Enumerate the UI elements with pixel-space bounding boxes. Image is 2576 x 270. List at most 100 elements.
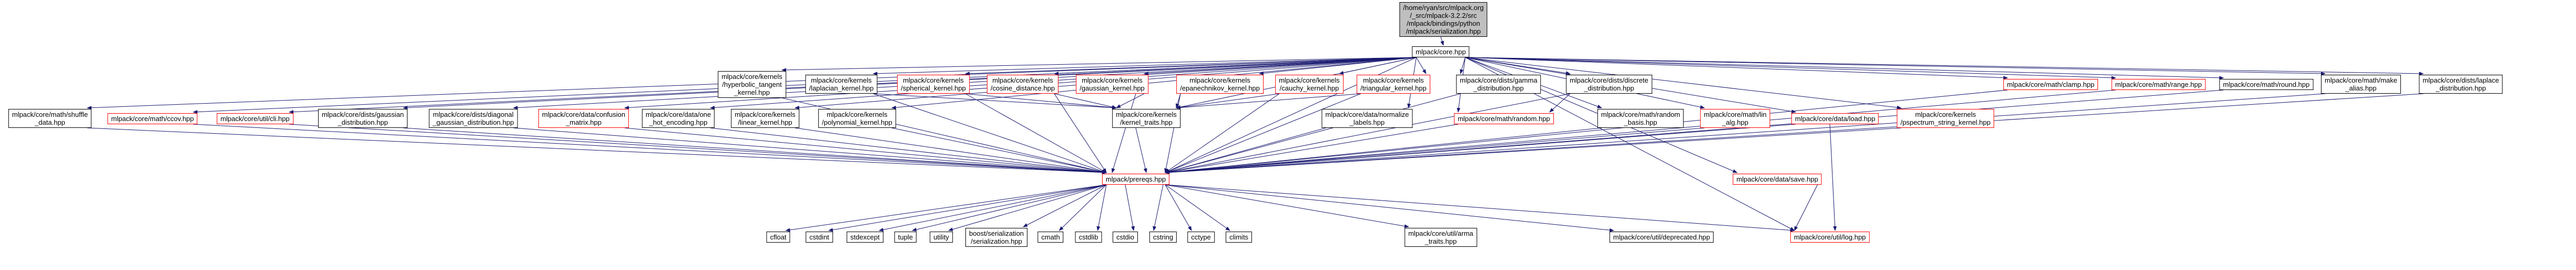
graph-edge: [710, 127, 1107, 174]
graph-node-round[interactable]: mlpack/core/math/round.hpp: [2219, 79, 2314, 90]
graph-edge: [948, 184, 1107, 232]
graph-edge: [965, 93, 1107, 173]
graph-edge: [1165, 127, 1602, 174]
graph-edge: [1165, 93, 1361, 173]
graph-node-gaussian_kernel[interactable]: mlpack/core/kernels /gaussian_kernel.hpp: [1076, 75, 1148, 94]
graph-node-serialization: /home/ryan/src/mlpack.org /_src/mlpack-3…: [1399, 2, 1488, 37]
graph-edge: [1165, 184, 1192, 231]
graph-node-lin_alg[interactable]: mlpack/core/math/lin _alg.hpp: [1700, 109, 1770, 128]
graph-edge: [1165, 124, 1459, 174]
graph-node-core[interactable]: mlpack/core.hpp: [1412, 46, 1470, 57]
graph-node-laplacian_kernel[interactable]: mlpack/core/kernels /laplacian_kernel.hp…: [805, 75, 878, 94]
graph-edge: [828, 184, 1107, 232]
graph-edge: [1144, 57, 1417, 76]
graph-edge: [1165, 127, 1705, 174]
graph-node-laplace_distribution[interactable]: mlpack/core/dists/laplace _distribution.…: [2419, 75, 2503, 94]
graph-node-linear_kernel[interactable]: mlpack/core/kernels /linear_kernel.hpp: [731, 109, 799, 128]
graph-edge: [873, 93, 1107, 173]
graph-node-cctype[interactable]: cctype: [1187, 232, 1215, 243]
graph-edge: [1165, 184, 1409, 228]
graph-node-load[interactable]: mlpack/core/data/load.hpp: [1791, 113, 1879, 124]
graph-edge: [87, 127, 1107, 175]
graph-node-log[interactable]: mlpack/core/util/log.hpp: [1790, 232, 1870, 243]
graph-edge: [1165, 127, 1326, 174]
graph-node-arma_traits[interactable]: mlpack/core/util/arma _traits.hpp: [1404, 228, 1477, 247]
graph-node-triangular_kernel[interactable]: mlpack/core/kernels /triangular_kernel.h…: [1357, 75, 1430, 94]
graph-edge: [710, 57, 1417, 109]
graph-edge: [1135, 127, 1147, 173]
graph-node-boost_serialization[interactable]: boost/serialization /serialization.hpp: [965, 228, 1028, 247]
graph-node-gaussian_distribution[interactable]: mlpack/core/dists/gaussian _distribution…: [318, 109, 408, 128]
graph-edge: [1165, 93, 2424, 174]
graph-edge: [1165, 89, 2224, 174]
graph-edge: [1165, 93, 1280, 173]
graph-node-tuple[interactable]: tuple: [894, 232, 917, 243]
graph-node-range[interactable]: mlpack/core/math/range.hpp: [2111, 79, 2206, 90]
graph-edge: [193, 124, 1107, 175]
graph-node-cstring[interactable]: cstring: [1149, 232, 1177, 243]
graph-node-discrete_distribution[interactable]: mlpack/core/dists/discrete _distribution…: [1566, 75, 1652, 94]
graph-node-normalize_labels[interactable]: mlpack/core/data/normalize _labels.hpp: [1321, 109, 1413, 128]
graph-edge: [1165, 93, 2326, 174]
graph-node-one_hot_encoding[interactable]: mlpack/core/data/one _hot_encoding.hpp: [642, 109, 715, 128]
graph-edge: [1460, 57, 1465, 74]
graph-node-random[interactable]: mlpack/core/math/random.hpp: [1454, 113, 1554, 124]
graph-node-utility[interactable]: utility: [930, 232, 953, 243]
graph-edge: [1054, 57, 1417, 76]
graph-node-epanechnikov_kernel[interactable]: mlpack/core/kernels /epanechnikov_kernel…: [1176, 75, 1264, 94]
graph-node-ccov[interactable]: mlpack/core/math/ccov.hpp: [107, 113, 198, 124]
graph-edge: [965, 93, 1117, 109]
graph-node-spherical_kernel[interactable]: mlpack/core/kernels /spherical_kernel.hp…: [897, 75, 970, 94]
graph-node-prereqs[interactable]: mlpack/prereqs.hpp: [1102, 174, 1170, 185]
graph-edge: [1259, 57, 1417, 75]
graph-edge: [1465, 57, 2326, 76]
graph-node-cmath[interactable]: cmath: [1037, 232, 1064, 243]
graph-edge: [1176, 93, 1361, 109]
graph-node-save[interactable]: mlpack/core/data/save.hpp: [1733, 174, 1822, 185]
graph-node-cosine_distance[interactable]: mlpack/core/kernels /cosine_distance.hpp: [986, 75, 1059, 94]
graph-node-kernel_traits[interactable]: mlpack/core/kernels /kernel_traits.hpp: [1112, 109, 1180, 128]
graph-edge: [1164, 93, 1181, 173]
graph-node-cfloat[interactable]: cfloat: [766, 232, 790, 243]
graph-edge: [1549, 93, 1571, 113]
graph-edge: [965, 57, 1417, 76]
graph-node-cstdint[interactable]: cstdint: [806, 232, 833, 243]
graph-node-climits[interactable]: climits: [1225, 232, 1253, 243]
graph-edge: [1176, 93, 1280, 109]
graph-edge: [513, 127, 1107, 174]
graph-node-gamma_distribution[interactable]: mlpack/core/dists/gamma _distribution.hp…: [1456, 75, 1541, 94]
graph-node-polynomial_kernel[interactable]: mlpack/core/kernels /polynomial_kernel.h…: [818, 109, 896, 128]
graph-node-shuffle_data[interactable]: mlpack/core/math/shuffle _data.hpp: [8, 109, 92, 128]
graph-node-clamp[interactable]: mlpack/core/math/clamp.hpp: [2003, 79, 2099, 90]
graph-node-cauchy_kernel[interactable]: mlpack/core/kernels /cauchy_kernel.hpp: [1275, 75, 1343, 94]
graph-node-diagonal_gaussian_distribution[interactable]: mlpack/core/dists/diagonal _gaussian_dis…: [429, 109, 518, 128]
graph-edge: [1465, 57, 2224, 80]
graph-edge: [1058, 184, 1107, 231]
graph-edge: [891, 127, 1107, 174]
graph-edge: [1416, 57, 1427, 74]
graph-edge: [1153, 184, 1164, 231]
graph-edge: [1465, 57, 1902, 109]
graph-node-pspectrum_string_kernel[interactable]: mlpack/core/kernels /pspectrum_string_ke…: [1897, 109, 1994, 128]
graph-edge: [795, 127, 1107, 174]
graph-edge: [1165, 184, 1795, 232]
graph-node-cstdlib[interactable]: cstdlib: [1075, 232, 1102, 243]
graph-edge: [1054, 93, 1117, 109]
graph-edge: [1465, 57, 2008, 80]
graph-node-deprecated[interactable]: mlpack/core/util/deprecated.hpp: [1609, 232, 1714, 243]
graph-edge: [879, 184, 1107, 232]
graph-node-cli[interactable]: mlpack/core/util/cli.hpp: [217, 113, 293, 124]
graph-node-hyperbolic_tangent_kernel[interactable]: mlpack/core/kernels /hyperbolic_tangent …: [718, 71, 786, 98]
graph-node-cstdio[interactable]: cstdio: [1113, 232, 1138, 243]
graph-edge: [1165, 93, 1571, 174]
graph-edge: [1465, 57, 2424, 76]
graph-node-make_alias[interactable]: mlpack/core/math/make _alias.hpp: [2321, 75, 2401, 94]
graph-edge: [1165, 184, 1230, 231]
graph-node-stdexcept[interactable]: stdexcept: [847, 232, 883, 243]
graph-node-confusion_matrix[interactable]: mlpack/core/data/confusion _matrix.hpp: [538, 109, 629, 128]
graph-edge: [873, 93, 1117, 110]
graph-edge: [289, 124, 1107, 175]
graph-node-random_basis[interactable]: mlpack/core/math/random _basis.hpp: [1597, 109, 1684, 128]
